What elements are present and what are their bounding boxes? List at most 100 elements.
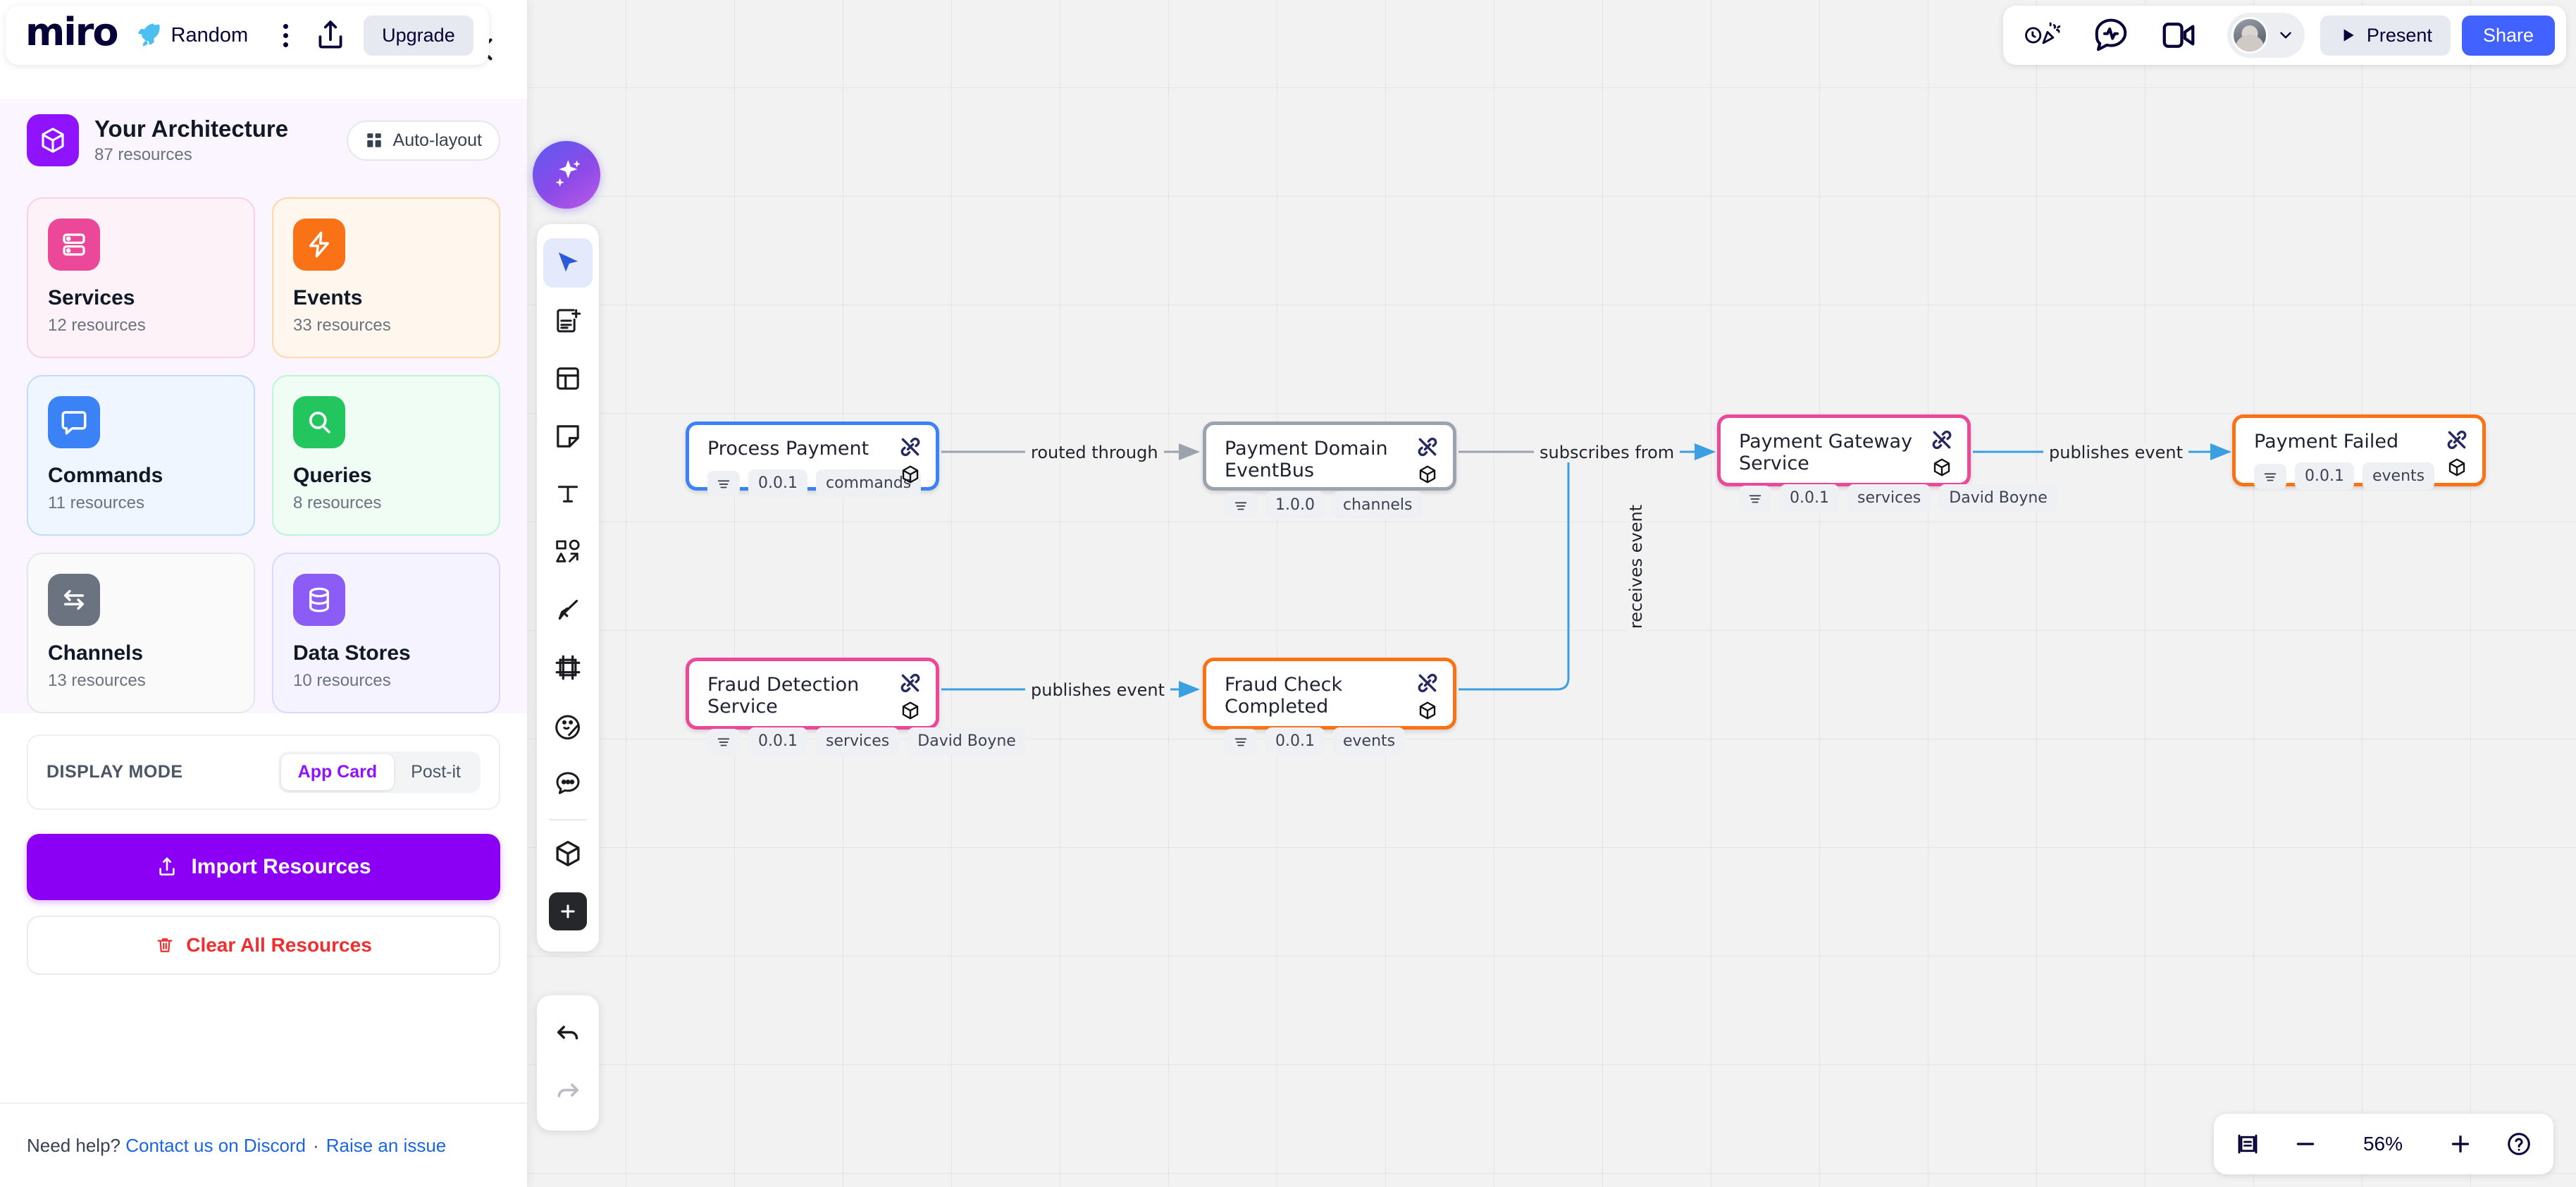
cube-icon	[27, 114, 79, 166]
shapes-icon[interactable]	[543, 527, 593, 577]
plus-more-icon[interactable]	[543, 887, 593, 936]
pen-icon[interactable]	[543, 585, 593, 634]
node-title: Payment Failed	[2254, 431, 2399, 453]
help-question-icon[interactable]	[2506, 1131, 2532, 1157]
node-icons	[2444, 428, 2470, 481]
raise-issue-link[interactable]: Raise an issue	[326, 1134, 447, 1156]
edge-label: subscribes from	[1534, 443, 1680, 462]
resource-card-name: Channels	[48, 641, 144, 665]
table-frame-icon[interactable]	[543, 354, 593, 403]
node-title: Payment Gateway Service	[1739, 431, 1913, 474]
template-add-icon[interactable]	[543, 296, 593, 345]
link-broken-icon[interactable]	[2444, 428, 2470, 455]
present-button[interactable]: Present	[2320, 15, 2451, 56]
cube-outline-icon[interactable]	[1417, 464, 1438, 488]
cube-outline-icon[interactable]	[2446, 457, 2467, 481]
database-icon	[293, 574, 345, 626]
list-lines-icon	[707, 728, 740, 754]
chat-pulse-icon[interactable]	[2092, 16, 2130, 54]
cube-outline-icon[interactable]	[900, 464, 921, 488]
node-owner-chip: David Boyne	[908, 727, 1026, 755]
clear-all-resources-label: Clear All Resources	[186, 934, 372, 956]
architecture-name: Your Architecture	[94, 115, 289, 142]
panel-body: Your Architecture 87 resources Auto-layo…	[0, 99, 527, 1102]
list-lines-icon	[1225, 492, 1257, 518]
board-name[interactable]: Random	[171, 23, 249, 47]
cursor-select-icon[interactable]	[543, 238, 593, 288]
frame-icon[interactable]	[543, 643, 593, 692]
miro-logo[interactable]: miro	[25, 10, 119, 54]
resource-card-count: 8 resources	[293, 493, 382, 512]
link-broken-icon[interactable]	[1929, 428, 1955, 455]
user-avatar-menu[interactable]	[2227, 13, 2305, 58]
resource-card-name: Data Stores	[293, 641, 411, 665]
auto-layout-button[interactable]: Auto-layout	[346, 120, 500, 161]
display-mode-option-post-it[interactable]: Post-it	[411, 762, 461, 782]
resource-card-count: 11 resources	[48, 493, 144, 512]
node-icons	[898, 435, 923, 488]
bolt-icon	[293, 219, 345, 271]
upgrade-button[interactable]: Upgrade	[364, 15, 473, 56]
discord-link[interactable]: Contact us on Discord	[125, 1134, 306, 1156]
cube-outline-icon[interactable]	[900, 700, 921, 725]
resource-card-name: Events	[293, 286, 363, 309]
node-version-chip: 1.0.0	[1265, 491, 1325, 519]
resource-card-queries[interactable]: Queries 8 resources	[272, 375, 500, 536]
list-lines-icon	[1225, 728, 1257, 754]
cube-outline-icon[interactable]	[1417, 700, 1438, 725]
auto-layout-label: Auto-layout	[392, 130, 482, 150]
trash-icon	[157, 938, 173, 952]
link-broken-icon[interactable]	[898, 435, 923, 462]
zoom-in-icon[interactable]	[2448, 1131, 2473, 1157]
zoom-out-icon[interactable]	[2293, 1131, 2318, 1157]
clear-all-resources-button[interactable]: Clear All Resources	[27, 916, 500, 975]
comment-icon[interactable]	[543, 758, 593, 808]
display-mode-row: DISPLAY MODE App Card Post-it	[27, 734, 500, 810]
node-type-chip: services	[1847, 484, 1931, 512]
board-menu-icon[interactable]	[269, 19, 302, 51]
share-export-icon[interactable]	[313, 18, 348, 53]
redo-icon[interactable]	[543, 1067, 593, 1117]
text-icon[interactable]	[543, 469, 593, 519]
node-icons	[1929, 428, 1955, 481]
exchange-icon	[48, 574, 100, 626]
link-broken-icon[interactable]	[1415, 671, 1440, 699]
share-button[interactable]: Share	[2461, 15, 2555, 56]
celebrate-icon[interactable]	[2024, 16, 2062, 54]
node-type-chip: events	[1332, 727, 1406, 755]
fit-to-screen-icon[interactable]	[2235, 1131, 2260, 1157]
ai-sparkle-button[interactable]	[533, 141, 600, 209]
node-icons	[898, 671, 923, 725]
undo-icon[interactable]	[543, 1009, 593, 1059]
display-mode-option-app-card[interactable]: App Card	[280, 754, 395, 790]
sticker-icon[interactable]	[543, 701, 593, 750]
video-camera-icon[interactable]	[2160, 16, 2198, 54]
apps-cube-icon[interactable]	[543, 829, 593, 878]
resource-card-name: Queries	[293, 464, 372, 487]
cube-outline-icon[interactable]	[1931, 457, 1952, 481]
sticky-note-icon[interactable]	[543, 412, 593, 461]
node-icons	[1415, 671, 1440, 725]
toolbar-divider	[549, 819, 587, 820]
left-toolbar	[537, 224, 599, 952]
node-type-chip: services	[815, 727, 900, 755]
link-broken-icon[interactable]	[1415, 435, 1440, 462]
import-resources-button[interactable]: Import Resources	[27, 834, 500, 900]
zoom-level[interactable]: 56%	[2363, 1133, 2403, 1155]
link-broken-icon[interactable]	[898, 671, 923, 699]
edge-label: routed through	[1025, 443, 1164, 462]
display-mode-label: DISPLAY MODE	[47, 762, 183, 782]
